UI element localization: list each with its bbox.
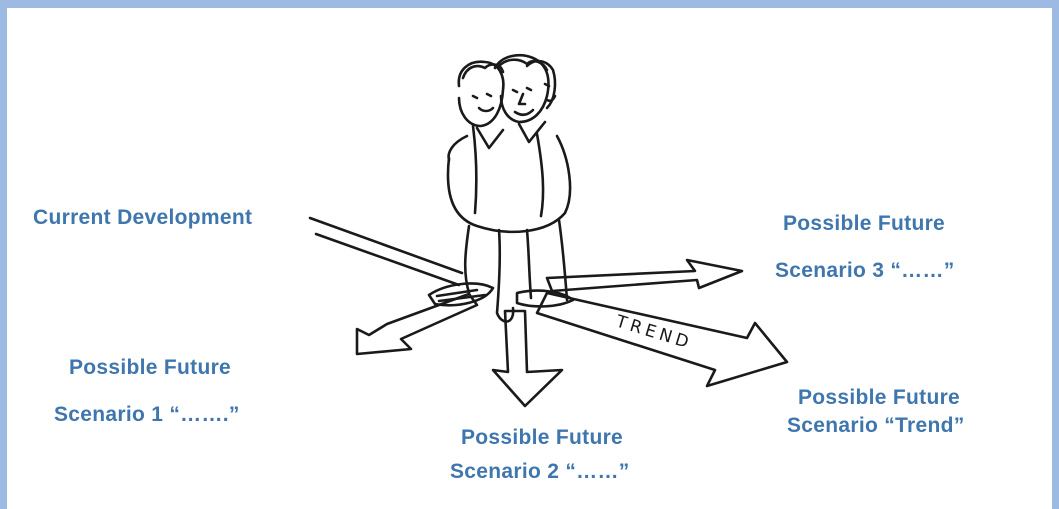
scenario3-label-line1: Possible Future [783,212,946,235]
multi-headed-figure [427,54,575,323]
scenario1-label-line1: Possible Future [69,356,232,379]
current-development-arrow [308,216,464,287]
scenario2-arrow [491,309,564,408]
scenario2-label-line1: Possible Future [461,426,624,449]
trend-scenario-label-line1: Possible Future [798,386,961,409]
scenario3-arrow [545,258,744,293]
trend-scenario-label-line2: Scenario “Trend” [787,414,965,437]
scenario1-arrow [355,292,479,356]
scenario1-label-line2: Scenario 1 “…….” [54,403,240,426]
scenario2-label-line2: Scenario 2 “……” [450,460,630,483]
trend-arrow: TREND [535,291,789,388]
scenario-sketch: TREND [308,54,789,408]
current-development-label: Current Development [33,206,253,229]
scenario3-label-line2: Scenario 3 “……” [775,259,955,282]
